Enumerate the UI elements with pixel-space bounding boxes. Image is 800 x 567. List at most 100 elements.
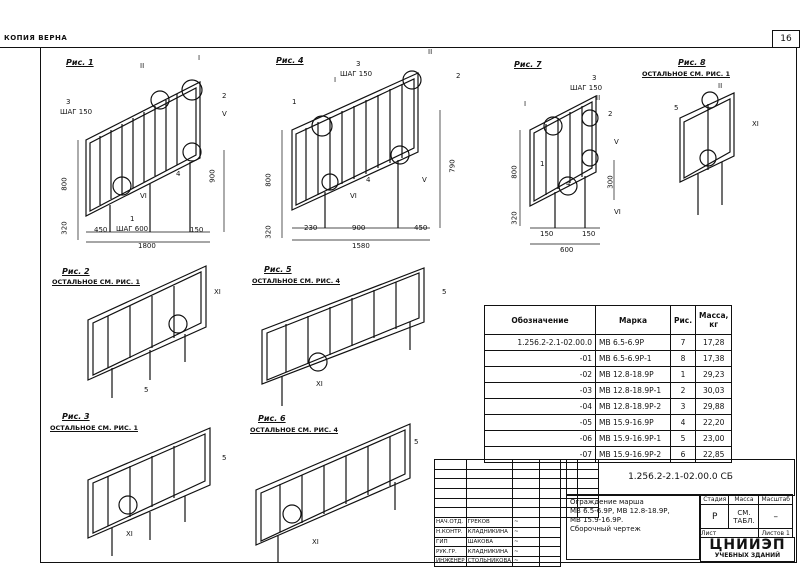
- copy-verified-label: КОПИЯ ВЕРНА: [4, 34, 68, 42]
- signature-role: РУК.ГР.: [434, 546, 467, 557]
- document-description: Ограждение марша МВ 6.5-6.9Р, МВ 12.8-18…: [566, 494, 700, 560]
- spec-col-figure: Рис.: [669, 305, 697, 335]
- spec-figure: 5: [669, 430, 697, 447]
- fig5-callout-11: XI: [316, 380, 323, 388]
- revision-cell: [465, 488, 514, 499]
- fig7-callout-3: 3: [592, 74, 597, 82]
- spec-designation: -02: [484, 366, 596, 383]
- fig7-dim-300: 300: [606, 175, 615, 189]
- spec-mark: МВ 15.9-16.9Р: [595, 414, 671, 431]
- fig4-railing: [291, 70, 422, 228]
- fig7-dim-150b: 150: [582, 230, 596, 238]
- description-line: Ограждение марша: [570, 498, 644, 506]
- fig8-callout-2: II: [718, 82, 723, 90]
- description-line: МВ 15.9-16.9Р.: [570, 516, 624, 524]
- fig5-callout-5: 5: [442, 288, 447, 296]
- signature-name: ГРЕКОВ: [465, 517, 514, 528]
- signature-role: ГИП: [434, 536, 467, 548]
- spec-designation: -06: [484, 430, 596, 447]
- revision-cell: [512, 459, 541, 470]
- fig2-callout-5: 5: [144, 386, 149, 394]
- organization-subtitle: УЧЕБНЫХ ЗДАНИЙ: [714, 552, 781, 559]
- spec-mark: МВ 12.8-18.9Р: [595, 366, 671, 383]
- revision-cell: [434, 459, 467, 470]
- mass-header: Масса: [728, 494, 760, 505]
- revision-cell: [539, 488, 562, 499]
- fig7-label: Рис. 7: [514, 60, 542, 69]
- fig7-callout-5: V: [614, 138, 619, 146]
- signature-mark: ~: [512, 526, 541, 538]
- revision-cell: [539, 507, 562, 519]
- spec-mark: МВ 12.8-18.9Р-2: [595, 398, 671, 415]
- scale-value: –: [758, 504, 793, 529]
- fig7-dim-320: 320: [510, 211, 519, 225]
- spec-designation: 1.256.2-2.1-02.00.0: [484, 334, 596, 351]
- fig4-label: Рис. 4: [276, 56, 304, 65]
- fig4-dim-230: 230: [304, 224, 318, 232]
- signature-date: [539, 526, 562, 538]
- drawing-frame: [40, 47, 797, 563]
- organization-name: ЦНИИЭП: [709, 537, 786, 553]
- signature-mark: ~: [512, 546, 541, 557]
- spec-designation: -03: [484, 382, 596, 399]
- spec-mass: 23,00: [695, 430, 733, 447]
- signature-mark: ~: [512, 536, 541, 548]
- scale-header: Масштаб: [758, 494, 793, 505]
- spec-mass: 17,28: [695, 334, 733, 351]
- spec-header-row: Обозначение Марка Рис. Масса, кг: [484, 305, 733, 335]
- fig6-note: ОСТАЛЬНОЕ СМ. РИС. 4: [250, 426, 338, 434]
- fig8-callout-11: XI: [752, 120, 759, 128]
- fig8-note: ОСТАЛЬНОЕ СМ. РИС. 1: [642, 70, 730, 78]
- revision-cell: [465, 497, 514, 509]
- fig8-label: Рис. 8: [678, 58, 706, 67]
- fig7-step-150: ШАГ 150: [570, 84, 603, 92]
- revision-cell: [434, 468, 467, 480]
- fig7-callout-6: VI: [614, 208, 621, 216]
- spec-mark: МВ 6.5-6.9Р-1: [595, 350, 671, 367]
- fig2-railing: [87, 265, 207, 398]
- signature-role: НАЧ.ОТД.: [434, 517, 467, 528]
- fig1-callout-4: 2: [222, 92, 227, 100]
- revision-cell: [539, 459, 562, 470]
- fig2-label: Рис. 2: [62, 267, 90, 276]
- spec-mass: 29,23: [695, 366, 733, 383]
- revision-cell: [539, 497, 562, 509]
- top-border: [0, 47, 800, 48]
- fig3-note: ОСТАЛЬНОЕ СМ. РИС. 1: [50, 424, 138, 432]
- spec-col-mark: Марка: [595, 305, 671, 335]
- fig4-callout-2: II: [428, 48, 433, 56]
- fig1-callout-5: V: [222, 110, 227, 118]
- fig1-callout-1: I: [198, 54, 201, 62]
- spec-figure: 8: [669, 350, 697, 367]
- fig1-callout-3: 3: [66, 98, 71, 106]
- fig8-railing: [679, 91, 735, 215]
- fig1-dim-900: 900: [208, 169, 217, 183]
- fig2-note: ОСТАЛЬНОЕ СМ. РИС. 1: [52, 278, 140, 286]
- revision-cell: [434, 488, 467, 499]
- mass-value: СМ. ТАБЛ.: [728, 504, 760, 529]
- revision-cell: [434, 507, 467, 519]
- stage-table: Стадия Масса Масштаб Р СМ. ТАБЛ. – Лист …: [699, 494, 793, 538]
- signature-role: Н.КОНТР.: [434, 526, 467, 538]
- fig5-railing: [261, 267, 425, 406]
- signature-mark: ~: [512, 517, 541, 528]
- fig6-callout-5: 5: [414, 438, 419, 446]
- revision-cell: [465, 478, 514, 490]
- revision-cell: [512, 478, 541, 490]
- fig7-callout-2: II: [596, 94, 601, 102]
- fig4-callout-5: V: [422, 176, 427, 184]
- fig7-callout-1: I: [524, 100, 527, 108]
- description-line: МВ 6.5-6.9Р, МВ 12.8-18.9Р,: [570, 507, 670, 515]
- spec-figure: 4: [669, 414, 697, 431]
- spec-figure: 2: [669, 382, 697, 399]
